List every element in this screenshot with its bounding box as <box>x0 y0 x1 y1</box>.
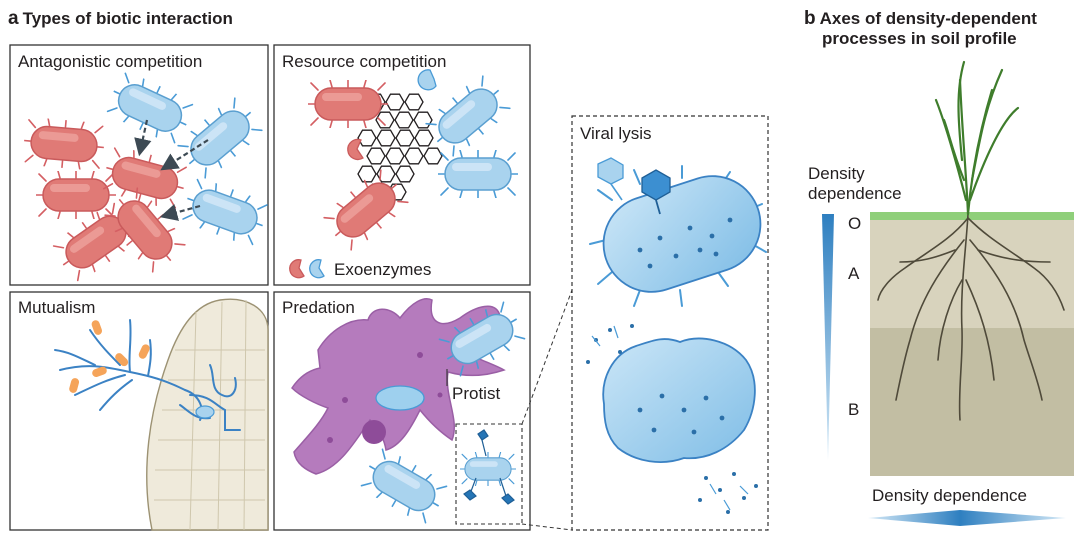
resource-box <box>273 44 531 286</box>
exoenzyme-blue-icon <box>417 69 437 91</box>
panel-b-title-line1: Axes of density-dependent <box>819 9 1037 28</box>
exoenzymes-label: Exoenzymes <box>334 260 432 279</box>
viral-lysis-art <box>586 157 767 514</box>
legend-exoenzyme-red-icon <box>289 259 305 279</box>
phage-head-1 <box>597 157 624 185</box>
panel-b-letter: b <box>804 8 816 29</box>
host-bacterium-intact <box>602 175 762 293</box>
horizon-a-label: A <box>848 264 860 283</box>
resource-competition-art <box>289 69 518 279</box>
predation-box <box>273 291 531 531</box>
vertical-axis-label-line2: dependence <box>808 184 902 203</box>
resource-competition-label: Resource competition <box>282 52 447 71</box>
soil-surface-o <box>870 212 1074 220</box>
horizontal-axis-label: Density dependence <box>872 486 1028 505</box>
grass-plant <box>934 60 1020 216</box>
soil-horizon-b <box>870 328 1074 476</box>
horizontal-density-gradient-left <box>868 510 960 526</box>
antagonistic-competition-label: Antagonistic competition <box>18 52 203 71</box>
viral-detail-inset <box>455 423 523 525</box>
viral-lysis-label: Viral lysis <box>580 124 652 143</box>
viral-lysis-box <box>571 115 769 531</box>
vertical-axis-label-line1: Density <box>808 164 865 183</box>
panel-a-title-text: Types of biotic interaction <box>22 9 233 28</box>
plant-roots <box>877 213 1065 421</box>
engulfed-bacterium <box>375 385 425 411</box>
predation-art <box>291 289 573 531</box>
predation-label: Predation <box>282 298 355 317</box>
vertical-density-gradient <box>822 214 834 460</box>
mutualism-bacteria <box>69 320 150 393</box>
antagonistic-bacteria <box>22 69 271 285</box>
horizon-b-label: B <box>848 400 860 419</box>
soil-profile <box>870 60 1074 476</box>
horizon-o-label: O <box>848 214 862 233</box>
released-phages <box>586 324 758 514</box>
panel-a-letter: a <box>8 8 19 29</box>
host-bacterium-lysing <box>602 337 756 463</box>
exoenzyme-red-icon <box>347 138 364 161</box>
legend-exoenzyme-blue-icon <box>309 259 325 279</box>
panel-b-title-line2: processes in soil profile <box>822 29 1017 48</box>
protist-nucleus <box>362 420 386 444</box>
mutualism-label: Mutualism <box>18 298 96 317</box>
phage-head-2 <box>641 169 671 201</box>
mutualism-art <box>54 298 269 531</box>
horizontal-density-gradient-right <box>960 510 1066 526</box>
antagonistic-box <box>9 44 269 286</box>
protist-label: Protist <box>452 384 501 403</box>
